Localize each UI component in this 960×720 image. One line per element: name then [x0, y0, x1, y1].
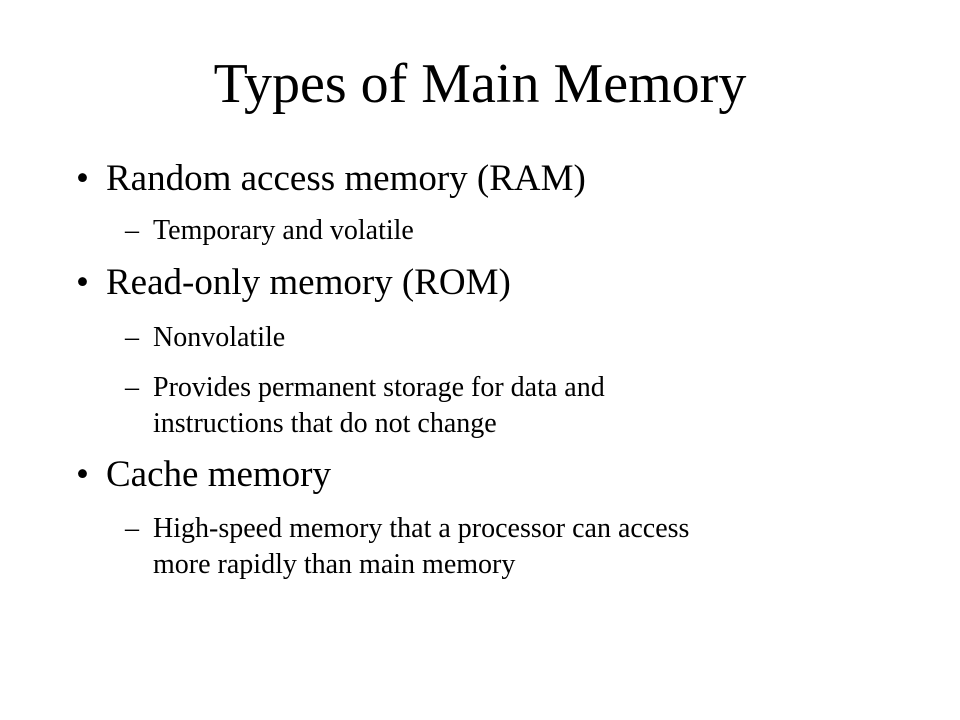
bullet-marker: •	[76, 454, 89, 495]
bullet-marker: •	[76, 262, 89, 303]
sub-bullet-marker: –	[125, 322, 139, 353]
sub-bullet-text-line1: Provides permanent storage for data and	[153, 372, 605, 403]
sub-bullet-rom-2: – Provides permanent storage for data an…	[76, 370, 896, 442]
sub-bullet-marker: –	[125, 215, 139, 246]
bullet-text: Cache memory	[106, 454, 331, 495]
sub-bullet-cache-1: – High-speed memory that a processor can…	[76, 511, 896, 583]
sub-bullet-marker: –	[125, 513, 139, 544]
sub-bullet-marker: –	[125, 372, 139, 403]
sub-bullet-ram-1: – Temporary and volatile	[76, 213, 896, 249]
sub-bullet-text-line2: more rapidly than main memory	[153, 549, 516, 580]
slide-content: • Random access memory (RAM) – Temporary…	[76, 156, 896, 583]
bullet-rom: • Read-only memory (ROM)	[76, 260, 896, 306]
sub-bullet-text: Temporary and volatile	[153, 215, 414, 246]
sub-bullet-text-line2: instructions that do not change	[153, 408, 497, 439]
bullet-text: Read-only memory (ROM)	[106, 262, 511, 303]
bullet-marker: •	[76, 158, 89, 199]
sub-bullet-rom-1: – Nonvolatile	[76, 320, 896, 356]
sub-bullet-text: Nonvolatile	[153, 322, 286, 353]
slide-title: Types of Main Memory	[213, 53, 747, 115]
bullet-cache: • Cache memory	[76, 452, 896, 498]
bullet-text: Random access memory (RAM)	[106, 158, 586, 199]
bullet-ram: • Random access memory (RAM)	[76, 156, 896, 202]
sub-bullet-text-line1: High-speed memory that a processor can a…	[153, 513, 690, 544]
